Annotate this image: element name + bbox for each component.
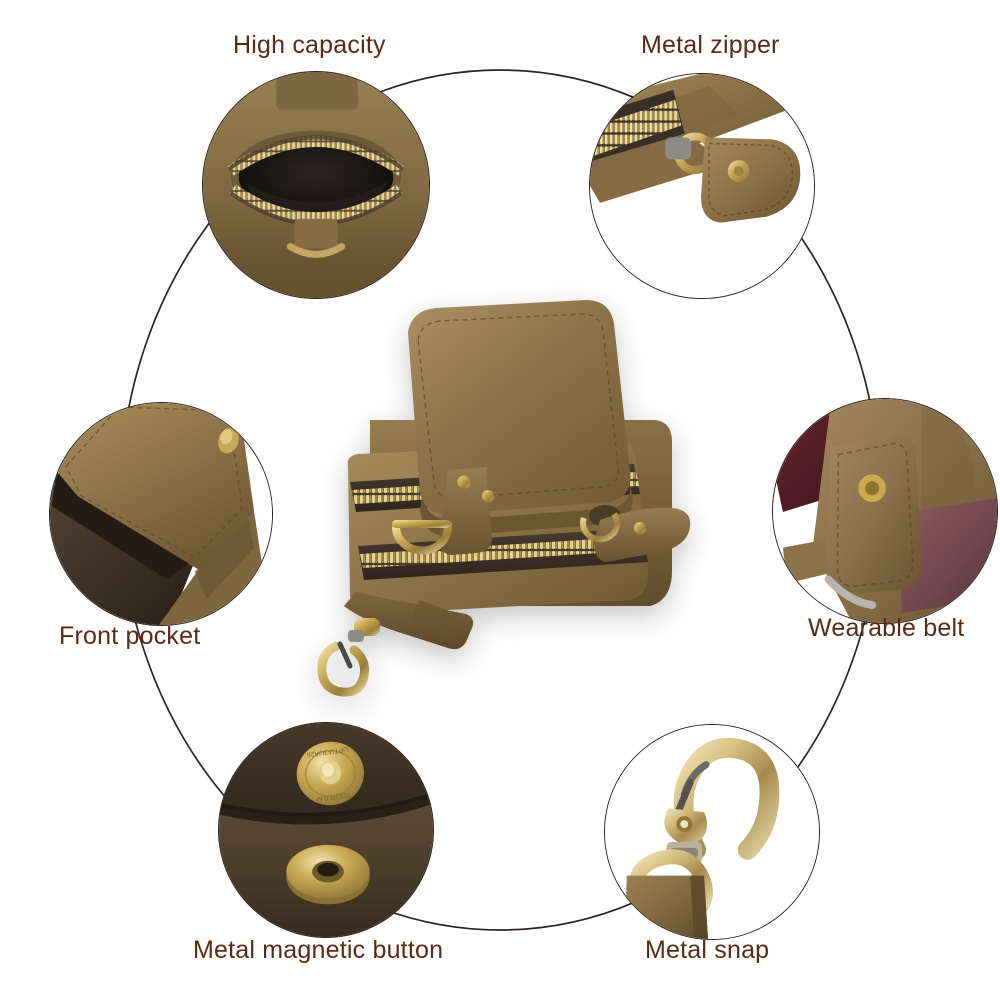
label-wearable-belt: Wearable belt (808, 614, 965, 642)
callout-metal-magnetic-button[interactable]: UPTIA3UA26 8263I9.0.M (218, 722, 434, 938)
svg-text:8263I9.0.M: 8263I9.0.M (316, 791, 352, 803)
label-metal-zipper: Metal zipper (641, 31, 780, 59)
label-metal-snap: Metal snap (645, 936, 770, 964)
center-product-image (300, 270, 720, 700)
callout-metal-zipper[interactable] (589, 73, 815, 299)
callout-high-capacity[interactable] (202, 71, 430, 299)
label-front-pocket: Front pocket (59, 622, 201, 650)
callout-metal-snap[interactable] (604, 724, 820, 940)
label-high-capacity: High capacity (233, 31, 386, 59)
callout-front-pocket[interactable] (49, 402, 273, 626)
label-metal-magnetic-button: Metal magnetic button (193, 936, 444, 964)
callout-wearable-belt[interactable] (772, 398, 998, 624)
